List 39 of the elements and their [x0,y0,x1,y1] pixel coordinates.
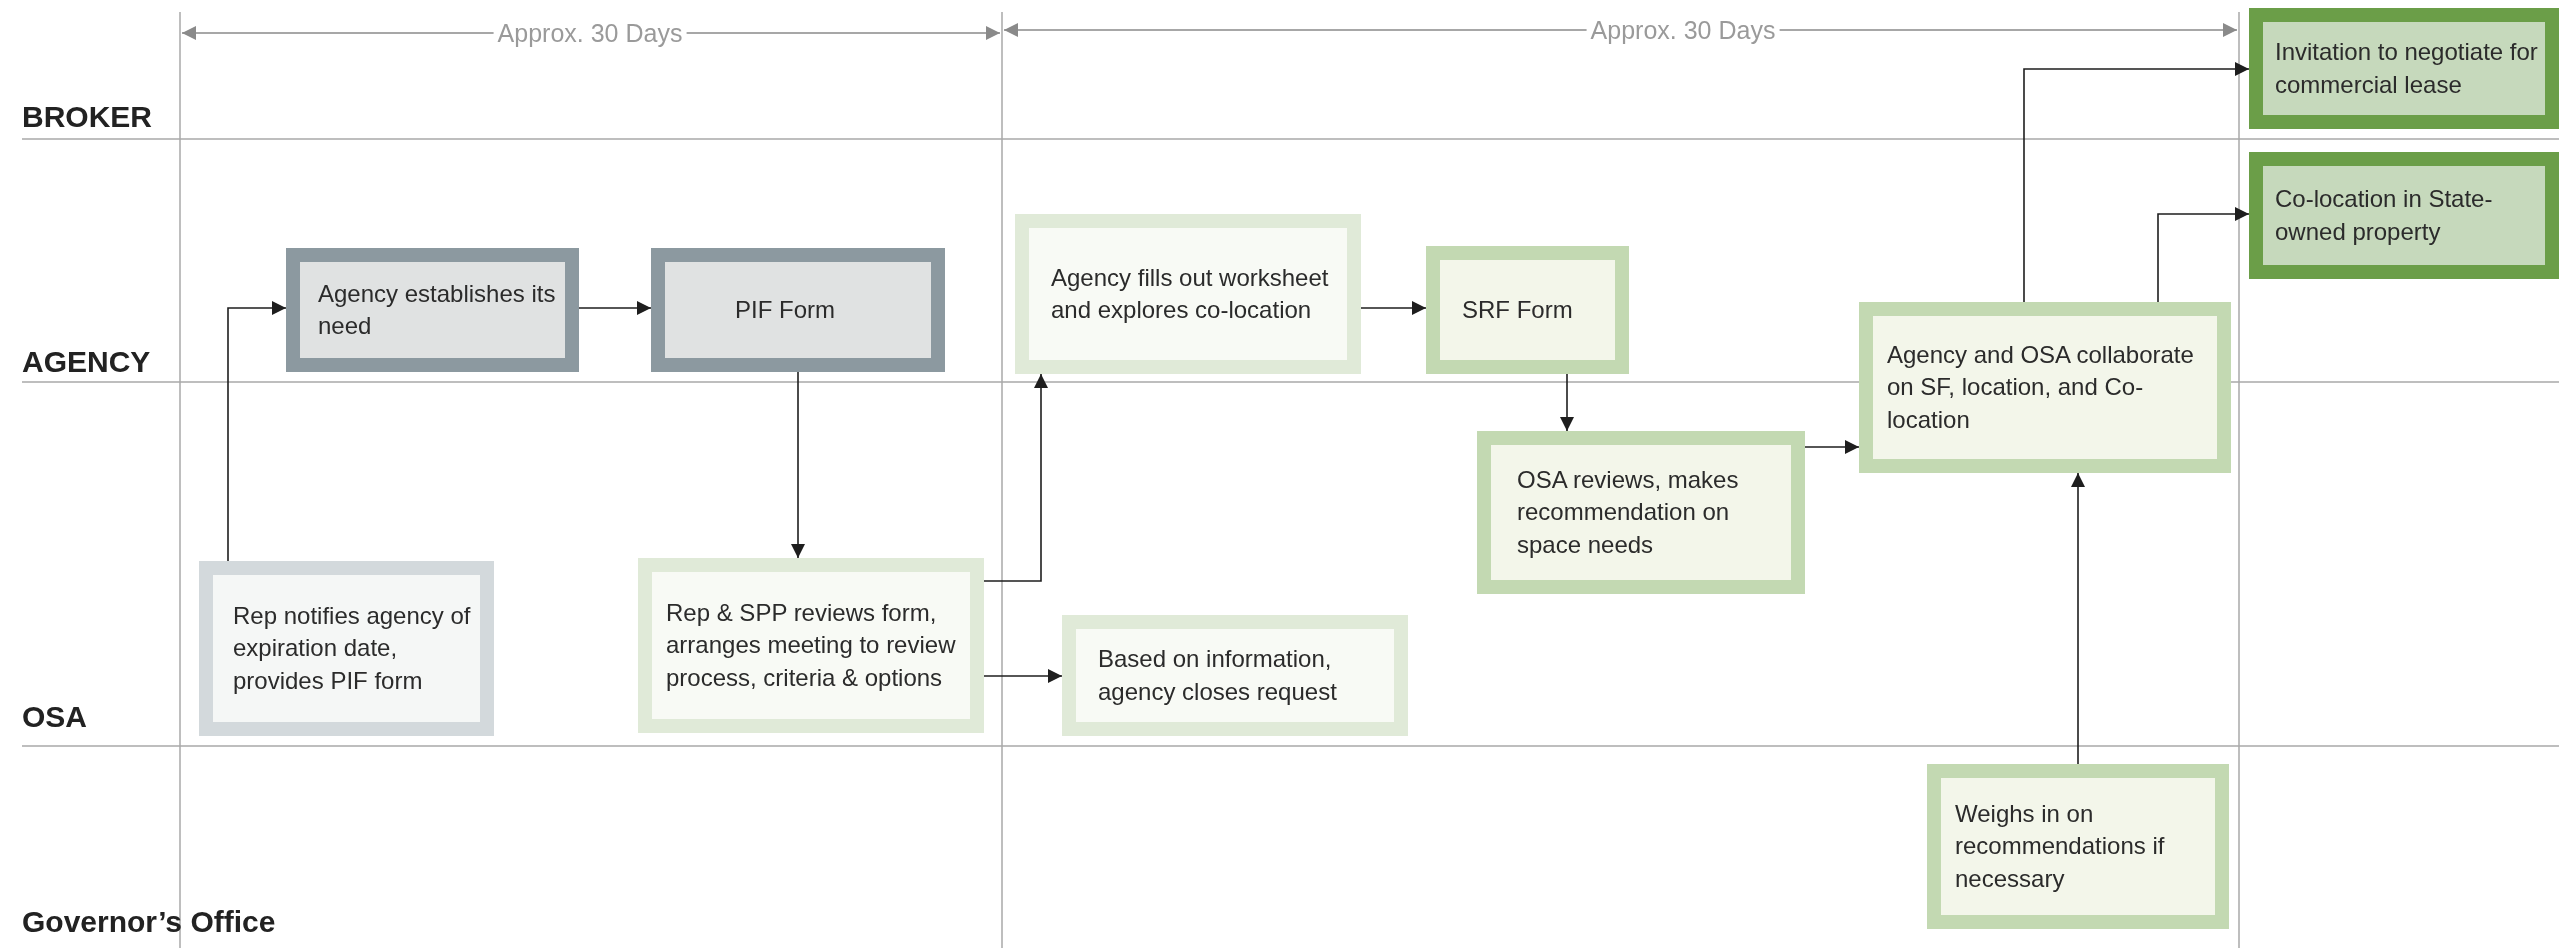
box-text: Weighs in on recommendations if necessary [1955,798,2166,894]
process-box [2249,8,2559,129]
process-box [199,561,494,736]
arrow [983,669,1063,683]
process-box [638,558,984,733]
process-box [1426,246,1629,374]
lane-label: BROKER [22,100,152,134]
arrow [1560,373,1574,432]
box-text: Rep notifies agency of expiration date, provides PIF form [233,600,472,696]
box-text: Co-location in State- owned property [2275,184,2494,247]
lane-label: Governor’s Office [22,905,276,939]
box-text: SRF Form [1462,294,1574,325]
box-text: Based on information, agency closes request [1098,644,1338,707]
arrow [227,301,287,562]
process-box [651,248,945,372]
arrow [1360,301,1427,315]
arrow [2023,62,2250,303]
box-text: PIF Form [735,294,836,325]
arrow [2157,207,2250,303]
box-text: Agency establishes its need [318,278,557,341]
process-box [1015,214,1361,374]
arrow [2071,472,2085,765]
box-text: Agency fills out worksheet and explores co-location [1051,262,1330,325]
process-box [2249,152,2559,279]
process-box [1859,302,2231,473]
lane-label: AGENCY [22,345,151,379]
arrow [578,301,652,315]
arrow [791,371,805,559]
process-box [286,248,579,372]
lane-label: OSA [22,700,87,734]
box-text: OSA reviews, makes recommendation on space needs [1517,464,1740,560]
arrow [983,373,1048,582]
arrow [1804,440,1860,454]
process-box [1062,615,1408,736]
box-text: Agency and OSA collaborate on SF, location, and Co-location [1887,339,2195,435]
process-box [1477,431,1805,594]
box-text: Rep & SPP reviews form, arranges meeting to review process, criteria & options [666,597,957,693]
box-text: Invitation to negotiate for commercial lease [2275,37,2539,100]
process-box [1927,764,2229,929]
